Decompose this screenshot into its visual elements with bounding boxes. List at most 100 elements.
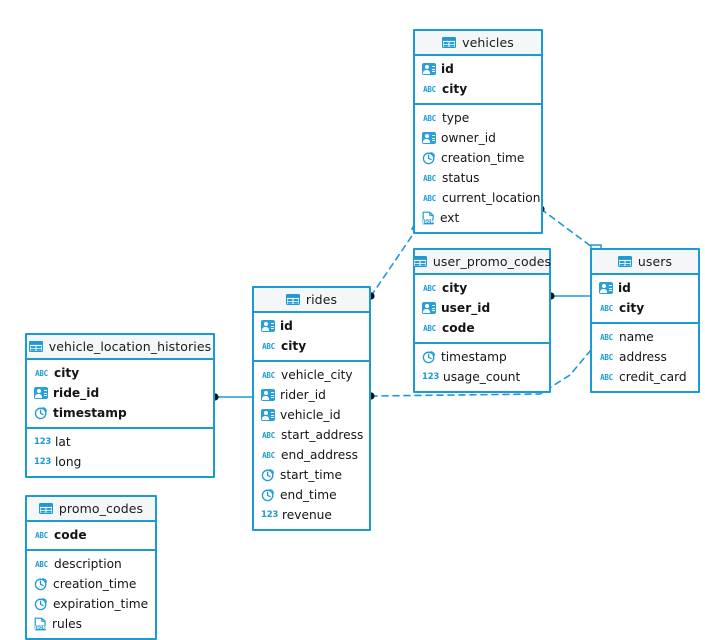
table-column[interactable]: vehicle_id <box>254 405 369 425</box>
abc-string-icon: ABC <box>423 323 436 333</box>
column-name: owner_id <box>441 130 496 145</box>
table-header-vehicles[interactable]: vehicles <box>415 31 541 56</box>
column-name: type <box>442 110 470 125</box>
clock-icon <box>261 468 275 482</box>
table-column[interactable]: creation_time <box>27 574 155 594</box>
column-name: id <box>441 61 454 76</box>
table-grid-icon <box>285 294 300 305</box>
svg-text:JSON: JSON <box>422 219 435 224</box>
column-name: long <box>55 454 82 469</box>
column-name: start_address <box>281 427 364 442</box>
clock-icon <box>422 350 436 364</box>
column-name: current_location <box>442 190 541 205</box>
table-column[interactable]: creation_time <box>415 148 541 168</box>
primary-key-column[interactable]: ABC code <box>415 318 549 338</box>
column-name: user_id <box>441 300 491 315</box>
abc-string-icon: ABC <box>35 559 48 569</box>
column-name: rules <box>52 616 82 631</box>
column-name: end_time <box>280 487 337 502</box>
table-header-promo_codes[interactable]: promo_codes <box>27 497 155 522</box>
column-name: code <box>442 320 475 335</box>
table-header-users[interactable]: users <box>592 250 698 275</box>
relationship-upc-to-users[interactable] <box>547 292 591 300</box>
table-column[interactable]: owner_id <box>415 128 541 148</box>
id-badge-icon <box>261 389 275 401</box>
table-grid-icon <box>28 341 43 352</box>
primary-key-column[interactable]: id <box>254 316 369 336</box>
clock-icon <box>34 577 48 591</box>
column-name: creation_time <box>53 576 137 591</box>
table-title: promo_codes <box>58 501 144 516</box>
primary-key-column[interactable]: id <box>592 278 698 298</box>
clock-icon <box>261 488 275 502</box>
primary-key-column[interactable]: user_id <box>415 298 549 318</box>
table-column[interactable]: end_time <box>254 485 369 505</box>
id-badge-icon <box>261 409 275 421</box>
table-title: rides <box>305 292 338 307</box>
table-grid-icon <box>617 256 632 267</box>
abc-string-icon: ABC <box>423 113 436 123</box>
id-badge-icon <box>34 387 48 399</box>
column-name: credit_card <box>619 369 687 384</box>
table-column[interactable]: ABC start_address <box>254 425 369 445</box>
123-numeric-icon: 123 <box>261 509 279 520</box>
primary-key-column[interactable]: timestamp <box>27 403 213 423</box>
json-document-icon: JSON <box>422 211 435 225</box>
abc-string-icon: ABC <box>600 372 613 382</box>
column-name: city <box>619 300 645 315</box>
column-name: id <box>618 280 631 295</box>
relationship-vlh-to-rides[interactable] <box>211 393 253 401</box>
123-numeric-icon: 123 <box>422 371 440 382</box>
table-title: users <box>637 254 673 269</box>
abc-string-icon: ABC <box>262 430 275 440</box>
table-header-vehicle_location_histories[interactable]: vehicle_location_histories <box>27 335 213 360</box>
column-name: name <box>619 329 654 344</box>
table-column[interactable]: timestamp <box>415 347 549 367</box>
column-name: city <box>442 81 468 96</box>
column-name: status <box>442 170 480 185</box>
table-column[interactable]: rider_id <box>254 385 369 405</box>
table-column[interactable]: ABC type <box>415 108 541 128</box>
column-name: timestamp <box>441 349 507 364</box>
table-header-user_promo_codes[interactable]: user_promo_codes <box>412 250 551 275</box>
table-column[interactable]: ABC credit_card <box>592 367 698 387</box>
primary-key-column[interactable]: ride_id <box>27 383 213 403</box>
table-column[interactable]: start_time <box>254 465 369 485</box>
table-header-rides[interactable]: rides <box>254 288 369 313</box>
clock-icon <box>34 406 48 420</box>
column-name: expiration_time <box>53 596 149 611</box>
table-column[interactable]: expiration_time <box>27 594 155 614</box>
primary-key-column[interactable]: id <box>415 59 541 79</box>
